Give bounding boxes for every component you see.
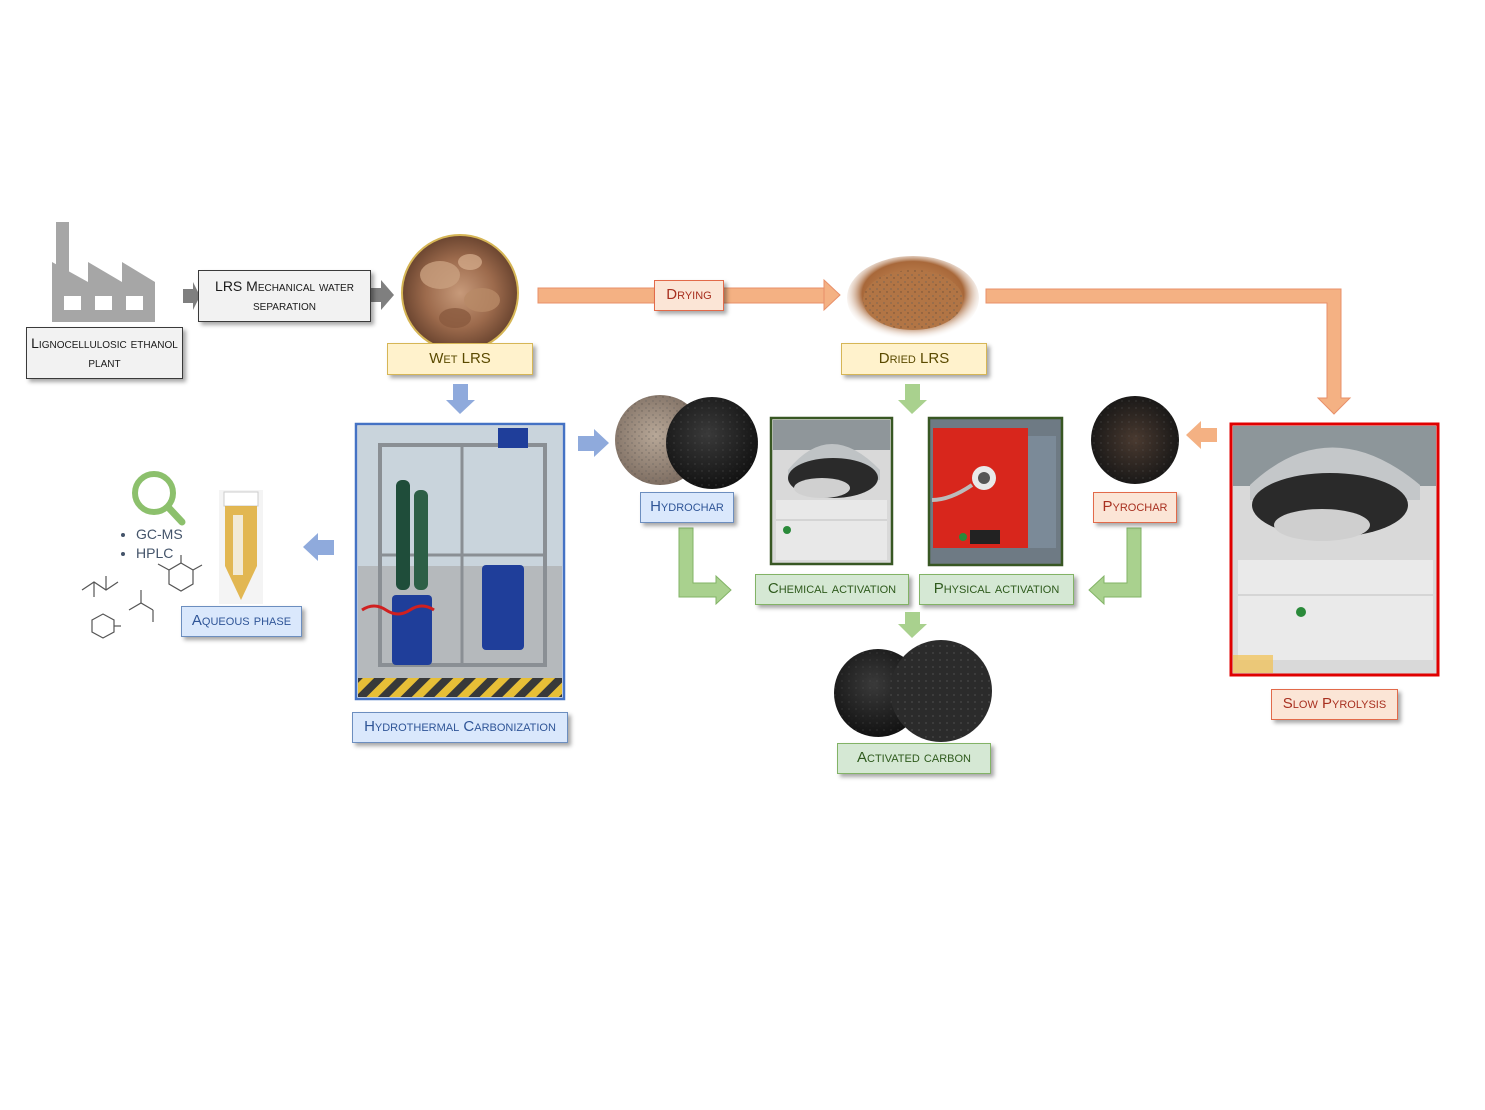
pyrochar-label: Pyrochar [1093, 492, 1177, 523]
red-path-to-pyrolysis [985, 288, 1352, 415]
separation-label: LRS Mechanical water separation [198, 270, 371, 322]
dried-lrs-photo [847, 256, 979, 340]
analysis-methods-list: GC-MS HPLC [108, 526, 183, 564]
pyrochar-photo [1091, 396, 1179, 484]
plant-label: Lignocellulosic ethanol plant [26, 327, 183, 379]
green-arrow-down-2 [898, 612, 927, 638]
grey-arrow-1 [183, 282, 200, 310]
wet-lrs-photo [401, 234, 519, 352]
aqueous-phase-label: Aqueous phase [181, 606, 302, 637]
chemical-activation-photo [769, 416, 894, 566]
green-arrow-down-1 [898, 384, 927, 414]
analysis-method-gcms: GC-MS [136, 526, 183, 542]
physical-activation-photo [927, 416, 1064, 567]
htc-label: Hydrothermal Carbonization [352, 712, 568, 743]
htc-photo [354, 422, 566, 701]
blue-arrow-right [578, 429, 609, 457]
chemical-structures [81, 555, 203, 639]
aqueous-phase-tube [219, 490, 263, 604]
grey-arrow-2 [371, 280, 394, 310]
magnifier-icon [132, 471, 186, 526]
green-arrow-pyrochar-to-physical [1088, 527, 1142, 606]
wet-lrs-label: Wet LRS [387, 343, 533, 375]
factory-icon [52, 222, 155, 322]
dried-lrs-label: Dried LRS [841, 343, 987, 375]
blue-arrow-left [303, 533, 334, 561]
physical-activation-label: Physical activation [919, 574, 1074, 605]
green-arrow-hydrochar-to-chemical [678, 527, 732, 606]
red-arrow-left [1186, 421, 1217, 449]
slow-pyrolysis-label: Slow Pyrolysis [1271, 689, 1398, 720]
drying-label: Drying [654, 280, 724, 311]
activated-carbon-label: Activated carbon [837, 743, 991, 774]
activated-carbon-photo [834, 640, 992, 742]
slow-pyrolysis-photo [1229, 422, 1440, 677]
hydrochar-photo [615, 395, 758, 489]
analysis-method-hplc: HPLC [136, 545, 183, 561]
hydrochar-label: Hydrochar [640, 492, 734, 523]
blue-arrow-down [446, 384, 475, 414]
chemical-activation-label: Chemical activation [755, 574, 909, 605]
